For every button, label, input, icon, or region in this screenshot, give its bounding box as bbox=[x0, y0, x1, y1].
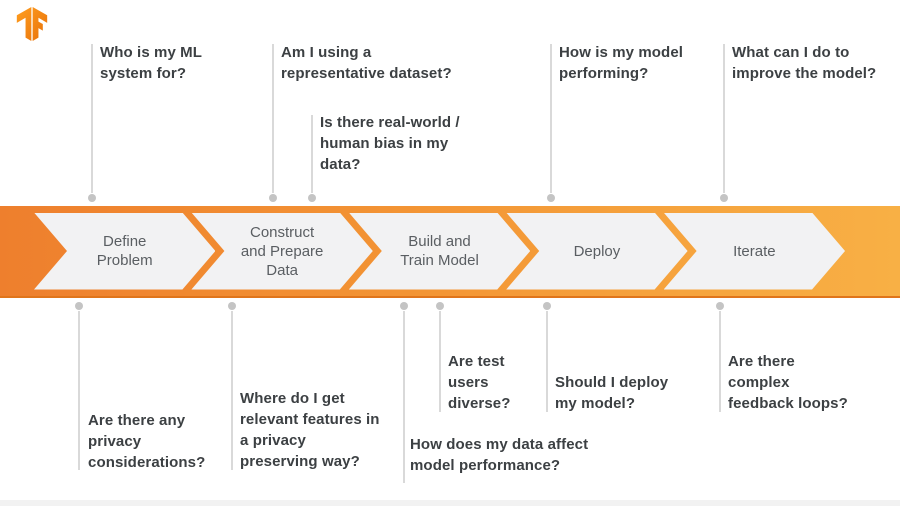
question-privacy-considerations: Are there any privacy considerations? bbox=[88, 412, 206, 471]
stage-label: Define Problem bbox=[96, 233, 153, 269]
connector-bottom-data-affect bbox=[400, 302, 408, 483]
question-test-users-diverse: Are test users diverse? bbox=[448, 353, 511, 412]
connector-bottom-should-deploy bbox=[543, 302, 551, 412]
stage-construct-prepare-data: Construct and Prepare Data bbox=[191, 213, 372, 290]
stage-label: Iterate bbox=[733, 242, 776, 260]
connector-bottom-feedback-loops bbox=[716, 302, 724, 412]
stage-label: Construct and Prepare Data bbox=[240, 223, 324, 279]
stage-iterate: Iterate bbox=[664, 213, 845, 290]
stage-label: Build and Train Model bbox=[400, 233, 479, 269]
connector-bottom-privacy bbox=[75, 302, 83, 470]
stage-label: Deploy bbox=[573, 242, 621, 260]
connector-top-improve bbox=[720, 44, 728, 202]
stage-deploy: Deploy bbox=[506, 213, 687, 290]
connector-top-who bbox=[88, 44, 96, 202]
stage-build-train-model: Build and Train Model bbox=[349, 213, 530, 290]
question-feedback-loops: Are there complex feedback loops? bbox=[728, 353, 848, 412]
tensorflow-logo-icon bbox=[16, 7, 48, 41]
question-representative-dataset: Am I using a representative dataset? bbox=[281, 44, 452, 82]
stage-define-problem: Define Problem bbox=[34, 213, 215, 290]
bottom-edge-strip bbox=[0, 500, 900, 506]
question-human-bias: Is there real-world / human bias in my d… bbox=[320, 114, 460, 173]
process-banner: Define Problem Construct and Prepare Dat… bbox=[0, 206, 900, 298]
connector-bottom-features bbox=[228, 302, 236, 470]
question-improve-model: What can I do to improve the model? bbox=[732, 44, 877, 82]
connector-top-performing bbox=[547, 44, 555, 202]
question-who-is-system-for: Who is my ML system for? bbox=[100, 44, 202, 82]
connector-top-representative bbox=[269, 44, 277, 202]
question-privacy-preserving-features: Where do I get relevant features in a pr… bbox=[240, 390, 380, 470]
connector-top-bias bbox=[308, 115, 316, 202]
connector-bottom-test-users bbox=[436, 302, 444, 412]
question-data-affect-performance: How does my data affect model performanc… bbox=[410, 436, 589, 474]
question-should-deploy: Should I deploy my model? bbox=[555, 374, 669, 412]
question-model-performing: How is my model performing? bbox=[559, 44, 684, 82]
